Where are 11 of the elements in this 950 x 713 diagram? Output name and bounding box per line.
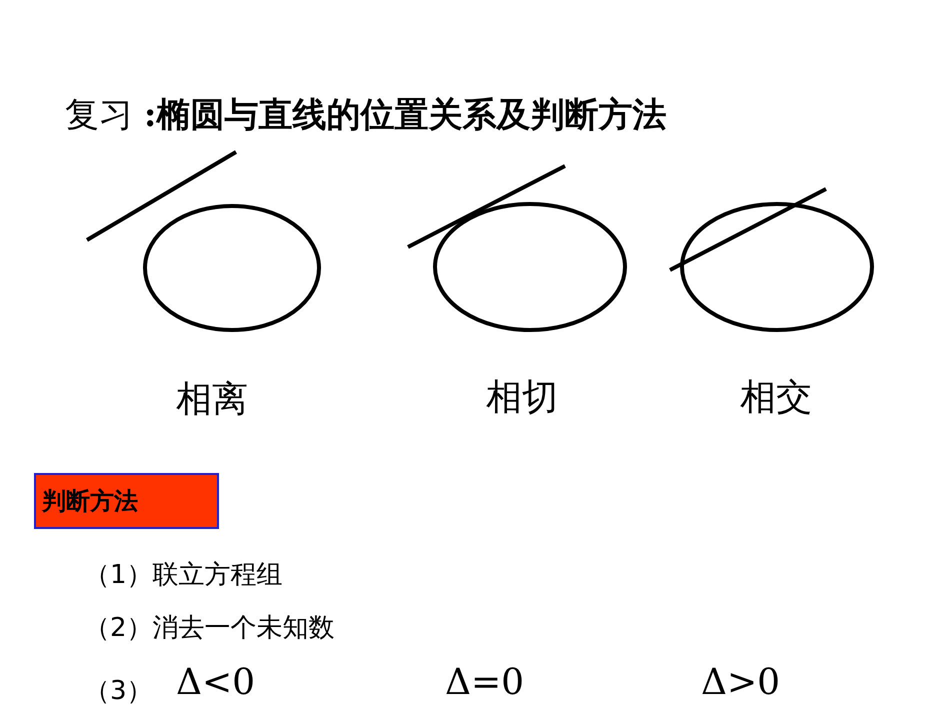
method-box: 判断方法 xyxy=(34,473,219,529)
step-text: （2）消去一个未知数 xyxy=(84,612,335,645)
title: 复习 :椭圆与直线的位置关系及判断方法 xyxy=(65,94,666,137)
relation-label: 相交 xyxy=(740,376,812,420)
step-text: （1）联立方程组 xyxy=(84,559,283,592)
condition-formula: Δ<0 xyxy=(176,662,256,703)
condition-formula: Δ>0 xyxy=(701,662,780,703)
relation-label: 相切 xyxy=(486,376,558,420)
condition-formula: Δ=0 xyxy=(445,662,524,703)
step-text: （3） xyxy=(84,675,153,708)
relation-label: 相离 xyxy=(176,378,248,422)
